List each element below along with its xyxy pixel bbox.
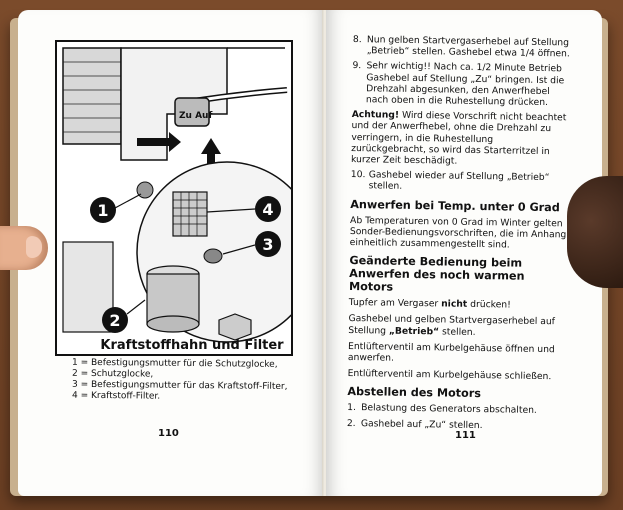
item-number: 1. (347, 402, 356, 414)
warning-paragraph: Achtung! Wird diese Vorschrift nicht bea… (351, 109, 570, 168)
instruction-item-10: 10. Gashebel wieder auf Stellung „Betrie… (351, 169, 569, 195)
callout-3: 3 (255, 231, 281, 257)
page-number-left: 110 (158, 428, 179, 439)
warm-start-line-4: Entlüfterventil am Kurbelgehäuse schließ… (347, 368, 552, 383)
instruction-item-9: 9. Sehr wichtig!! Nach ca. 1/2 Minute Be… (352, 60, 571, 108)
warm-start-line-2: Gashebel und gelben Startvergaserhebel a… (348, 313, 566, 339)
fuel-tap-illustration: Zu Auf 1 (55, 40, 318, 356)
legend-item-4: 4 = Kraftstoff-Filter. (71, 390, 161, 402)
figure-title: Kraftstoffhahn und Filter (100, 338, 284, 353)
book-spine (322, 10, 328, 496)
instruction-item-8: 8. Nun gelben Startvergaserhebel auf Ste… (353, 34, 571, 60)
cold-start-text: Ab Temperaturen von 0 Grad im Winter gel… (349, 214, 567, 251)
item-number: 2. (346, 417, 356, 429)
item-text: Gashebel wieder auf Stellung „Betrieb“ s… (368, 169, 550, 193)
emphasis-text: „Betrieb“ (388, 325, 440, 338)
right-page-text: 8. Nun gelben Startvergaserhebel auf Ste… (347, 34, 571, 436)
stop-item-1: 1. Belastung des Generators abschalten. (347, 402, 565, 417)
item-text: Sehr wichtig!! Nach ca. 1/2 Minute Betri… (365, 60, 565, 109)
warm-start-line-3: Entlüfterventil am Kurbelgehäuse öffnen … (347, 340, 555, 364)
wooden-knob (567, 176, 623, 288)
item-number: 9. (352, 60, 362, 72)
page-number-right: 111 (455, 430, 476, 441)
engine-drawing: Zu Auf 1 (57, 42, 318, 354)
heading-warm-start: Geänderte Bedienung beim Anwerfen des no… (348, 254, 525, 294)
text-segment: drücken! (467, 299, 511, 311)
item-text: Nun gelben Startvergaserhebel auf Stellu… (366, 34, 570, 60)
svg-text:3: 3 (262, 235, 273, 254)
svg-text:Zu Auf: Zu Auf (179, 111, 212, 121)
svg-text:4: 4 (262, 200, 273, 219)
svg-text:2: 2 (109, 311, 120, 330)
emphasis-text: nicht (441, 298, 468, 311)
callout-1: 1 (90, 197, 116, 223)
text-segment: stellen. (439, 326, 476, 338)
text-segment: Tupfer am Vergaser (348, 297, 442, 310)
heading-cold-start: Anwerfen bei Temp. unter 0 Grad (350, 197, 560, 214)
item-number: 8. (352, 34, 362, 46)
item-number: 10. (350, 169, 366, 181)
callout-4: 4 (255, 196, 281, 222)
heading-stop-engine: Abstellen des Motors (347, 385, 482, 401)
warning-label: Achtung! (351, 109, 400, 121)
thumbnail (26, 236, 42, 258)
svg-text:1: 1 (97, 201, 108, 220)
figure-caption: Kraftstoffhahn und Filter 1 = Befestigun… (72, 338, 312, 403)
callout-2: 2 (102, 307, 128, 333)
warm-start-line-1: Tupfer am Vergaser nicht drücken! (349, 297, 567, 312)
item-text: Belastung des Generators abschalten. (361, 402, 537, 417)
right-page (326, 10, 602, 496)
